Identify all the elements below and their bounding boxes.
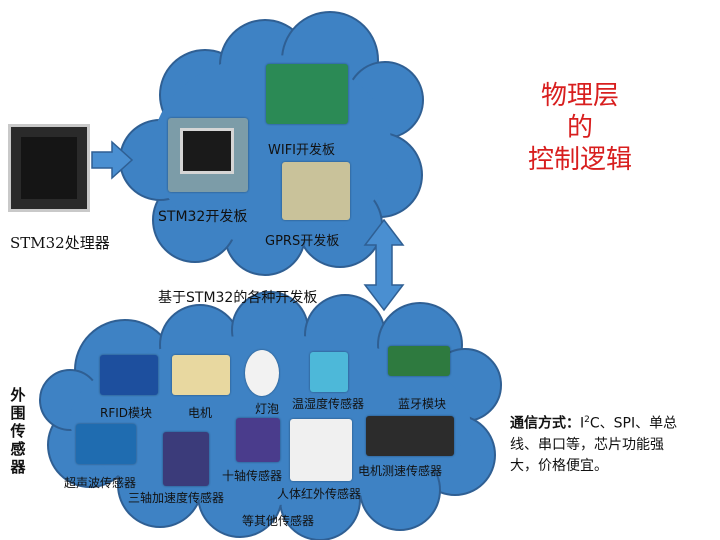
comm-text: C、SPI、单总线、串口等，芯片功能强大，价格便宜。 — [510, 415, 678, 474]
gprs-board-label: GPRS开发板 — [265, 234, 340, 249]
motor-label: 电机 — [188, 406, 213, 420]
comm-heading: 通信方式： — [510, 415, 580, 432]
side-char: 外 — [10, 386, 26, 404]
lcd-screen — [180, 128, 234, 174]
ultrasonic-sensor-image — [76, 424, 136, 464]
motor-image — [172, 355, 230, 395]
peripheral-sensors-label: 外 围 传 感 器 — [9, 386, 27, 476]
motor-speed-label: 电机测速传感器 — [358, 464, 443, 478]
rfid-module-image — [100, 355, 158, 395]
wifi-board-label: WIFI开发板 — [268, 143, 335, 158]
title-line-3: 控制逻辑 — [527, 145, 632, 175]
accel-label: 三轴加速度传感器 — [128, 491, 225, 505]
temp-humidity-label: 温湿度传感器 — [292, 397, 365, 411]
side-char: 器 — [10, 458, 26, 476]
pir-label: 人体红外传感器 — [277, 487, 362, 501]
side-char: 围 — [10, 404, 26, 422]
rfid-label: RFID模块 — [100, 406, 153, 420]
stm32-board-label: STM32开发板 — [158, 209, 248, 225]
gprs-board-image — [282, 162, 350, 220]
wifi-board-image — [266, 64, 348, 124]
pir-sensor-image — [290, 419, 352, 481]
page-title: 物理层 的 控制逻辑 — [500, 80, 660, 176]
right-arrow — [91, 140, 134, 180]
dev-boards-caption: 基于STM32的各种开发板 — [158, 290, 318, 306]
title-line-1: 物理层 — [540, 81, 619, 111]
stm32-board-image — [168, 118, 248, 192]
side-char: 感 — [10, 440, 26, 458]
communication-note: 通信方式：I2C、SPI、单总线、串口等，芯片功能强大，价格便宜。 — [510, 410, 690, 477]
bulb-label: 灯泡 — [255, 402, 280, 416]
accel-sensor-image — [163, 432, 209, 486]
temp-humidity-sensor-image — [310, 352, 348, 392]
other-sensors-label: 等其他传感器 — [242, 514, 315, 528]
double-arrow — [363, 218, 405, 312]
bluetooth-label: 蓝牙模块 — [398, 397, 447, 411]
side-char: 传 — [10, 422, 26, 440]
ultrasonic-label: 超声波传感器 — [64, 476, 137, 490]
comm-i2c-superscript: 2 — [584, 415, 590, 425]
comm-i2c-letter: I — [580, 415, 585, 432]
bluetooth-module-image — [388, 346, 450, 376]
ten-axis-sensor-image — [236, 418, 280, 462]
title-line-2: 的 — [566, 113, 593, 143]
stm32-chip-image — [8, 124, 90, 212]
ten-axis-label: 十轴传感器 — [222, 469, 283, 483]
bulb-image — [245, 350, 279, 396]
processor-label: STM32处理器 — [10, 234, 110, 252]
motor-speed-sensor-image — [366, 416, 454, 456]
